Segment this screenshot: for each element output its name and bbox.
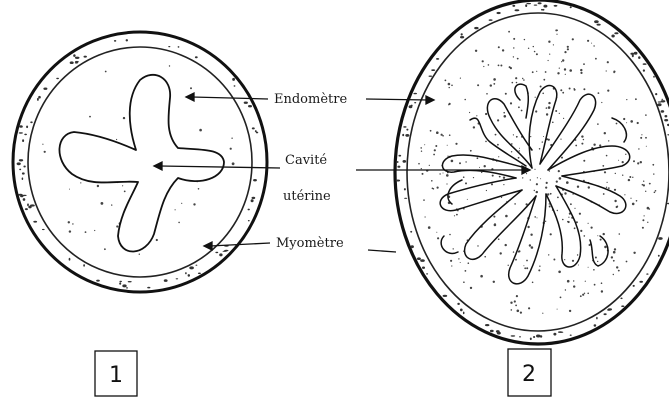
arrowhead-cavity-right [522,166,530,174]
labels: Endomètre Cavité utérine Myomètre [274,92,347,251]
arrowhead-myometrium-left [204,242,212,250]
uterus-section-1 [13,32,267,292]
pointer-endometrium-right [366,99,428,100]
label-cavity-line1: Cavité [285,153,327,168]
myometrium-inner-wall-2 [407,13,669,331]
arrowhead-endometrium-right [426,96,434,104]
arrowhead-endometrium-left [186,93,194,101]
uterine-cavity-2 [440,84,630,284]
pointer-myometrium-right [368,250,396,252]
uterine-cavity-1 [59,75,224,252]
figure-label-2: 2 [508,349,551,396]
label-cavity-line2: utérine [283,189,331,204]
uterus-section-2 [395,0,669,344]
figure-number-1: 1 [109,363,123,388]
figure-number-2: 2 [522,362,536,387]
myometrium-outer-wall-2 [395,0,669,344]
pointer-endometrium-left [192,97,268,99]
figure-label-1: 1 [95,351,137,396]
label-myometrium: Myomètre [276,236,344,251]
label-endometrium: Endomètre [274,92,347,107]
